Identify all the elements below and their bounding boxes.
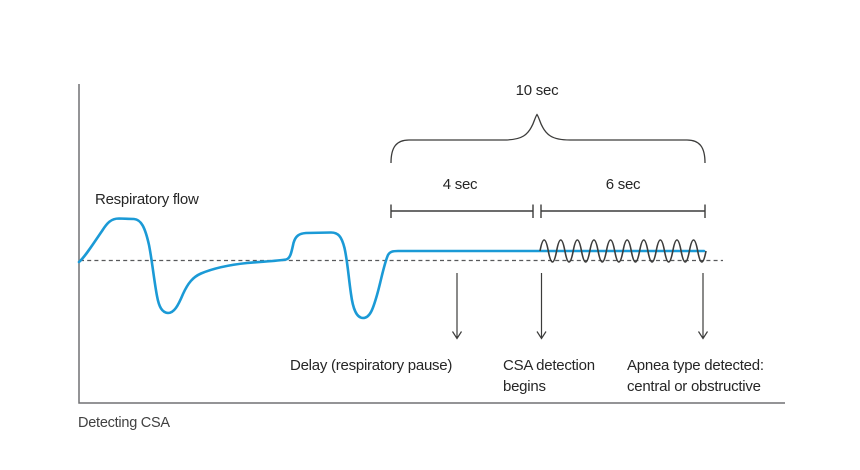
apnea-type-annotation-line1: Apnea type detected: bbox=[627, 357, 764, 374]
chart-axes bbox=[78, 84, 785, 404]
delay-duration-segment bbox=[390, 204, 534, 218]
apnea-detection-oscillation bbox=[539, 239, 707, 263]
figure-caption: Detecting CSA bbox=[78, 415, 170, 431]
detection-duration-label: 6 sec bbox=[606, 176, 641, 193]
delay-duration-label: 4 sec bbox=[443, 176, 478, 193]
total-duration-brace bbox=[390, 113, 706, 164]
delay-annotation: Delay (respiratory pause) bbox=[290, 357, 452, 374]
down-arrow-csa-detection bbox=[536, 273, 547, 340]
detection-duration-segment bbox=[540, 204, 706, 218]
down-arrow-delay bbox=[451, 273, 463, 340]
csa-detection-annotation-line1: CSA detection bbox=[503, 357, 595, 374]
respiratory-flow-waveform bbox=[77, 217, 706, 320]
apnea-type-annotation-line2: central or obstructive bbox=[627, 378, 761, 395]
respiratory-flow-label: Respiratory flow bbox=[95, 191, 199, 208]
down-arrow-apnea-type bbox=[697, 273, 709, 340]
total-duration-label: 10 sec bbox=[516, 82, 559, 99]
csa-detection-annotation-line2: begins bbox=[503, 378, 546, 395]
